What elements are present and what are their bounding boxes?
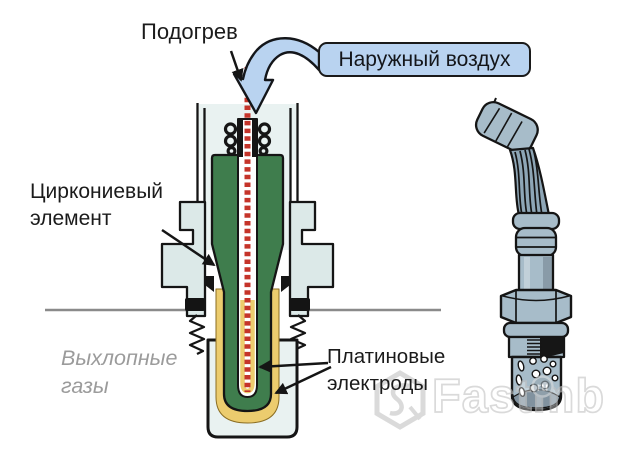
body-highlight: [524, 257, 530, 291]
outside-air-callout: Наружный воздух: [318, 42, 531, 77]
sensor-cross-section: [160, 67, 335, 439]
outside-air-label: Наружный воздух: [338, 47, 511, 71]
crimp-collar: [511, 211, 561, 231]
threaded-section: [507, 335, 566, 359]
upper-body: [517, 253, 555, 295]
gaskets: [205, 276, 290, 292]
platinum-electrodes-label: Платиновые электроды: [327, 344, 445, 397]
outer-tube-walls: [196, 103, 299, 206]
sensor-photo-illustration: [474, 97, 573, 412]
wire-strands: [514, 147, 543, 216]
spring-coils: [223, 122, 272, 157]
platinum-label-line2: электроды: [327, 371, 429, 395]
exhaust-label-line1: Выхлопные: [61, 346, 178, 370]
zirconium-label-line1: Циркониевый: [30, 180, 164, 203]
flange-washer: [502, 321, 570, 339]
rubber-boot: [474, 101, 539, 154]
zirconium-arrow: [161, 228, 216, 267]
label-arrows: [161, 50, 332, 395]
zirconium-label: Циркониевый элемент: [30, 178, 163, 233]
thread-lines: [527, 339, 542, 355]
outside-air-arrow: [232, 37, 321, 115]
heater-arrow: [229, 50, 244, 82]
watermark-badge-text: ru: [537, 382, 549, 394]
exhaust-label-line2: газы: [61, 373, 109, 398]
ribbed-neck: [514, 226, 558, 258]
watermark-logo: [374, 370, 426, 430]
metal-housing: [160, 200, 335, 318]
zirconium-label-line2: элемент: [30, 207, 112, 231]
platinum-label-line1: Платиновые: [327, 345, 446, 368]
watermark-badge-circle: [531, 375, 554, 398]
platinum-arrow-inner: [258, 360, 329, 373]
body-shade: [543, 257, 552, 291]
platinum-arrow-outer: [274, 365, 332, 395]
seal-rings: [185, 298, 310, 311]
exhaust-gases-label: Выхлопные газы: [61, 345, 177, 401]
channel-posts: [238, 118, 257, 157]
heater-label: Подогрев: [141, 19, 238, 44]
thread-shadow: [540, 337, 564, 357]
watermark-text: Fastmb: [432, 369, 605, 422]
housing-left: [160, 200, 207, 318]
watermark: Fastmb ru: [374, 368, 605, 430]
hex-nut: [499, 288, 573, 325]
housing-right: [288, 200, 335, 318]
